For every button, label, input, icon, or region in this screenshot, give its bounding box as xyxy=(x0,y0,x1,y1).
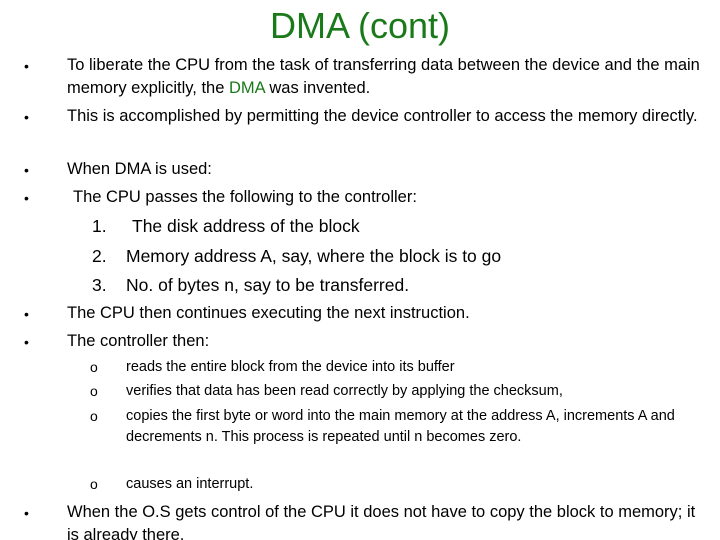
sub-item-text: verifies that data has been read correct… xyxy=(126,383,563,399)
item-text: No. of bytes n, say to be transferred. xyxy=(126,275,410,295)
item-text: Memory address A, say, where the block i… xyxy=(126,246,502,266)
sub-item-text: copies the first byte or word into the m… xyxy=(126,408,675,445)
text-segment: was invented. xyxy=(264,79,371,97)
bullet-glyph: • xyxy=(24,58,29,74)
item-number: 1. xyxy=(92,216,107,236)
bullet-text: When the O.S gets control of the CPU it … xyxy=(67,503,696,540)
bullet-text: When DMA is used: xyxy=(67,160,212,178)
bullet-text: This is accomplished by permitting the d… xyxy=(67,107,698,125)
sub-bullet-glyph: o xyxy=(90,359,98,375)
bullet-glyph: • xyxy=(24,109,29,125)
bullet-text: The controller then: xyxy=(67,332,210,350)
bullet-glyph: • xyxy=(24,306,29,322)
bullet-text: The CPU then continues executing the nex… xyxy=(67,304,470,322)
slide-title: DMA (cont) xyxy=(269,5,451,46)
bullet-glyph: • xyxy=(24,190,29,206)
sub-item-text: reads the entire block from the device i… xyxy=(126,359,455,375)
sub-item-text: causes an interrupt. xyxy=(126,476,254,492)
bullet-glyph: • xyxy=(24,162,29,178)
sub-bullet-glyph: o xyxy=(90,476,98,492)
item-number: 3. xyxy=(92,275,107,295)
sub-bullet-glyph: o xyxy=(90,408,98,424)
dma-highlight: DMA xyxy=(229,79,265,97)
item-text: The disk address of the block xyxy=(132,216,360,236)
bullet-text: The CPU passes the following to the cont… xyxy=(73,188,417,206)
item-number: 2. xyxy=(92,246,107,266)
sub-bullet-glyph: o xyxy=(90,383,98,399)
bullet-glyph: • xyxy=(24,505,29,521)
bullet-text: To liberate the CPU from the task of tra… xyxy=(67,54,707,100)
bullet-glyph: • xyxy=(24,334,29,350)
text-segment: To liberate the CPU from the task of tra… xyxy=(67,56,700,97)
